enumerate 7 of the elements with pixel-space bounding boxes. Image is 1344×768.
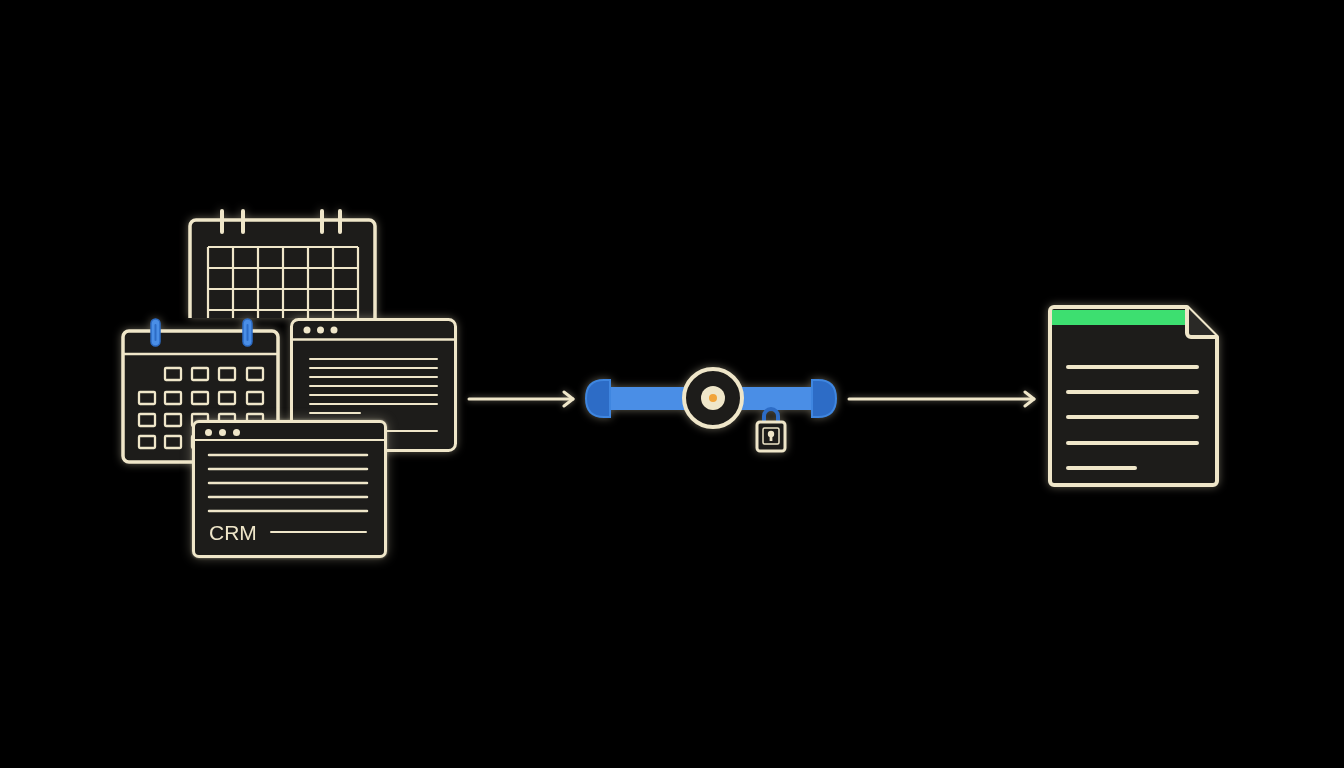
- app-label: CRM: [209, 521, 257, 545]
- arrow: [467, 390, 575, 408]
- calendar-illustration: [188, 209, 378, 318]
- arrow: [847, 390, 1036, 408]
- document-illustration: [1046, 304, 1220, 489]
- secure-pipe-illustration: [585, 365, 837, 455]
- app-window: [192, 420, 387, 558]
